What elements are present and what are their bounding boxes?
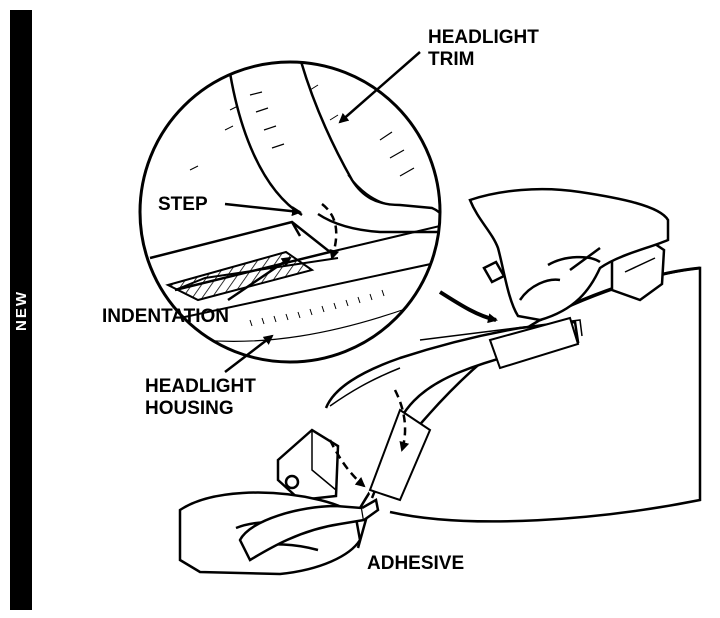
side-tab: NEW [10,10,32,610]
indentation-arrow [227,256,292,302]
indentation-label: INDENTATION [102,306,230,327]
step-arrow [224,202,302,217]
lower-hand [178,491,380,576]
headlight-assembly [276,232,702,523]
housing-arrow [224,334,274,373]
trim-arrow [338,51,421,124]
headlight-trim-label: HEADLIGHT TRIM [428,27,539,70]
step-label: STEP [158,194,208,215]
upper-hand [468,187,670,322]
magnifier-arrow [438,290,498,324]
headlight-housing-label: HEADLIGHT HOUSING [145,376,256,419]
adhesive-label: ADHESIVE [367,553,465,574]
